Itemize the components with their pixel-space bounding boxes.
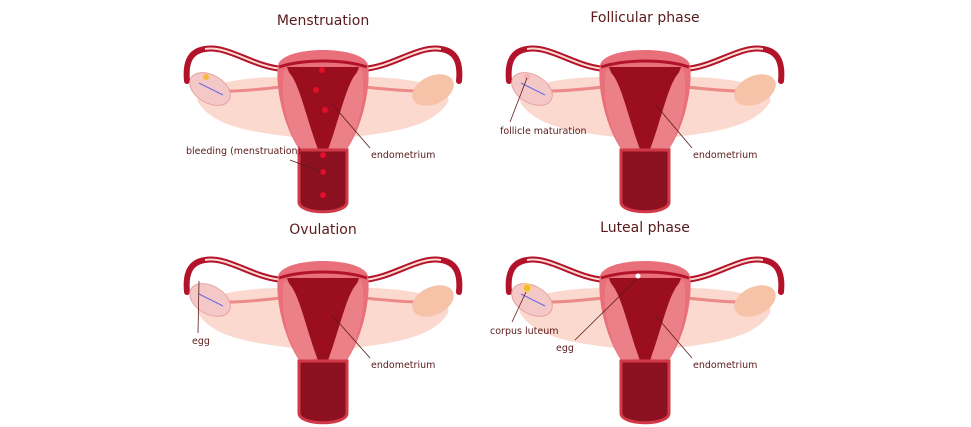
leader-line bbox=[654, 314, 693, 359]
panel-ovulation: Ovulation egg endometrium bbox=[183, 222, 460, 423]
leader-line bbox=[511, 291, 527, 323]
follicle-icon bbox=[203, 74, 209, 80]
leader-line bbox=[509, 77, 528, 123]
panel-title: Follicular phase bbox=[590, 10, 699, 26]
label-endometrium: endometrium bbox=[693, 150, 757, 161]
corpus-luteum-icon bbox=[522, 283, 532, 293]
panel-title: Menstruation bbox=[277, 13, 369, 29]
uterus-illustration bbox=[187, 49, 460, 212]
label-endometrium: endometrium bbox=[371, 360, 435, 371]
leader-line bbox=[574, 278, 638, 341]
blood-drops bbox=[313, 67, 328, 198]
egg-icon bbox=[635, 273, 641, 279]
label-egg: egg bbox=[192, 336, 210, 347]
uterus-illustration bbox=[187, 260, 460, 423]
leader-line bbox=[197, 280, 200, 334]
leader-line bbox=[331, 103, 371, 149]
label-bleeding: bleeding (menstruation) bbox=[186, 146, 301, 157]
follicle-icon bbox=[524, 74, 530, 80]
panel-follicular-phase: Follicular phase follicle maturation end… bbox=[500, 10, 781, 212]
label-endometrium: endometrium bbox=[693, 360, 757, 371]
label-egg: egg bbox=[556, 343, 574, 354]
egg-icon bbox=[196, 276, 202, 282]
leader-line bbox=[331, 314, 371, 359]
leader-line bbox=[289, 159, 322, 173]
label-corpus-luteum: corpus luteum bbox=[490, 326, 558, 337]
label-follicle-maturation: follicle maturation bbox=[500, 126, 587, 137]
panel-title: Luteal phase bbox=[600, 220, 690, 236]
panel-menstruation: Menstruation bleeding (menstruation) end… bbox=[183, 13, 460, 212]
uterus-illustration bbox=[509, 260, 782, 423]
panel-luteal-phase: Luteal phase corpus luteum egg endometri… bbox=[490, 220, 781, 423]
leader-line bbox=[654, 103, 693, 149]
label-endometrium: endometrium bbox=[371, 150, 435, 161]
panel-title: Ovulation bbox=[289, 222, 356, 238]
